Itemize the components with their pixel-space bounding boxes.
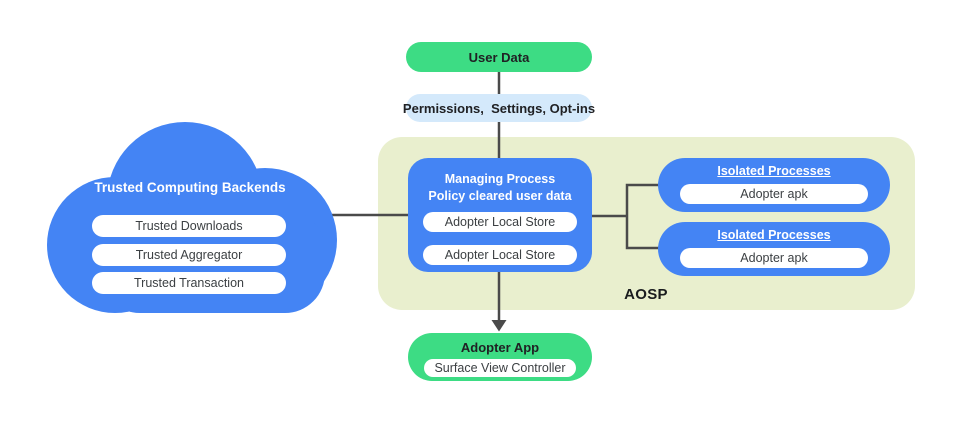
managing-process-title-line1: Managing Process bbox=[444, 172, 556, 186]
aosp-label: AOSP bbox=[624, 286, 668, 303]
user-data-node: User Data bbox=[406, 42, 592, 72]
adopter-app-node: Adopter App Surface View Controller bbox=[408, 333, 592, 381]
adopter-app-title: Adopter App bbox=[460, 340, 540, 355]
permissions-settings-optins-node: Permissions, Settings, Opt-ins bbox=[403, 94, 595, 122]
adopter-apk-pill-1: Adopter apk bbox=[680, 184, 868, 204]
isolated-processes-node-2: Isolated Processes Adopter apk bbox=[658, 222, 890, 276]
cloud-item-trusted-aggregator: Trusted Aggregator bbox=[92, 244, 286, 266]
managing-process-node: Managing Process Policy cleared user dat… bbox=[408, 158, 592, 272]
cloud-item-trusted-transaction: Trusted Transaction bbox=[92, 272, 286, 294]
adopter-local-store-pill-1: Adopter Local Store bbox=[423, 212, 577, 232]
arrowhead-down-icon bbox=[491, 320, 507, 332]
cloud-title: Trusted Computing Backends bbox=[94, 180, 286, 195]
isolated-processes-title-1: Isolated Processes bbox=[717, 164, 831, 178]
isolated-processes-node-1: Isolated Processes Adopter apk bbox=[658, 158, 890, 212]
surface-view-controller-pill: Surface View Controller bbox=[424, 359, 576, 377]
adopter-apk-pill-2: Adopter apk bbox=[680, 248, 868, 268]
cloud-item-trusted-downloads: Trusted Downloads bbox=[92, 215, 286, 237]
adopter-local-store-pill-2: Adopter Local Store bbox=[423, 245, 577, 265]
isolated-processes-title-2: Isolated Processes bbox=[717, 228, 831, 242]
managing-process-title-line2: Policy cleared user data bbox=[428, 189, 572, 203]
